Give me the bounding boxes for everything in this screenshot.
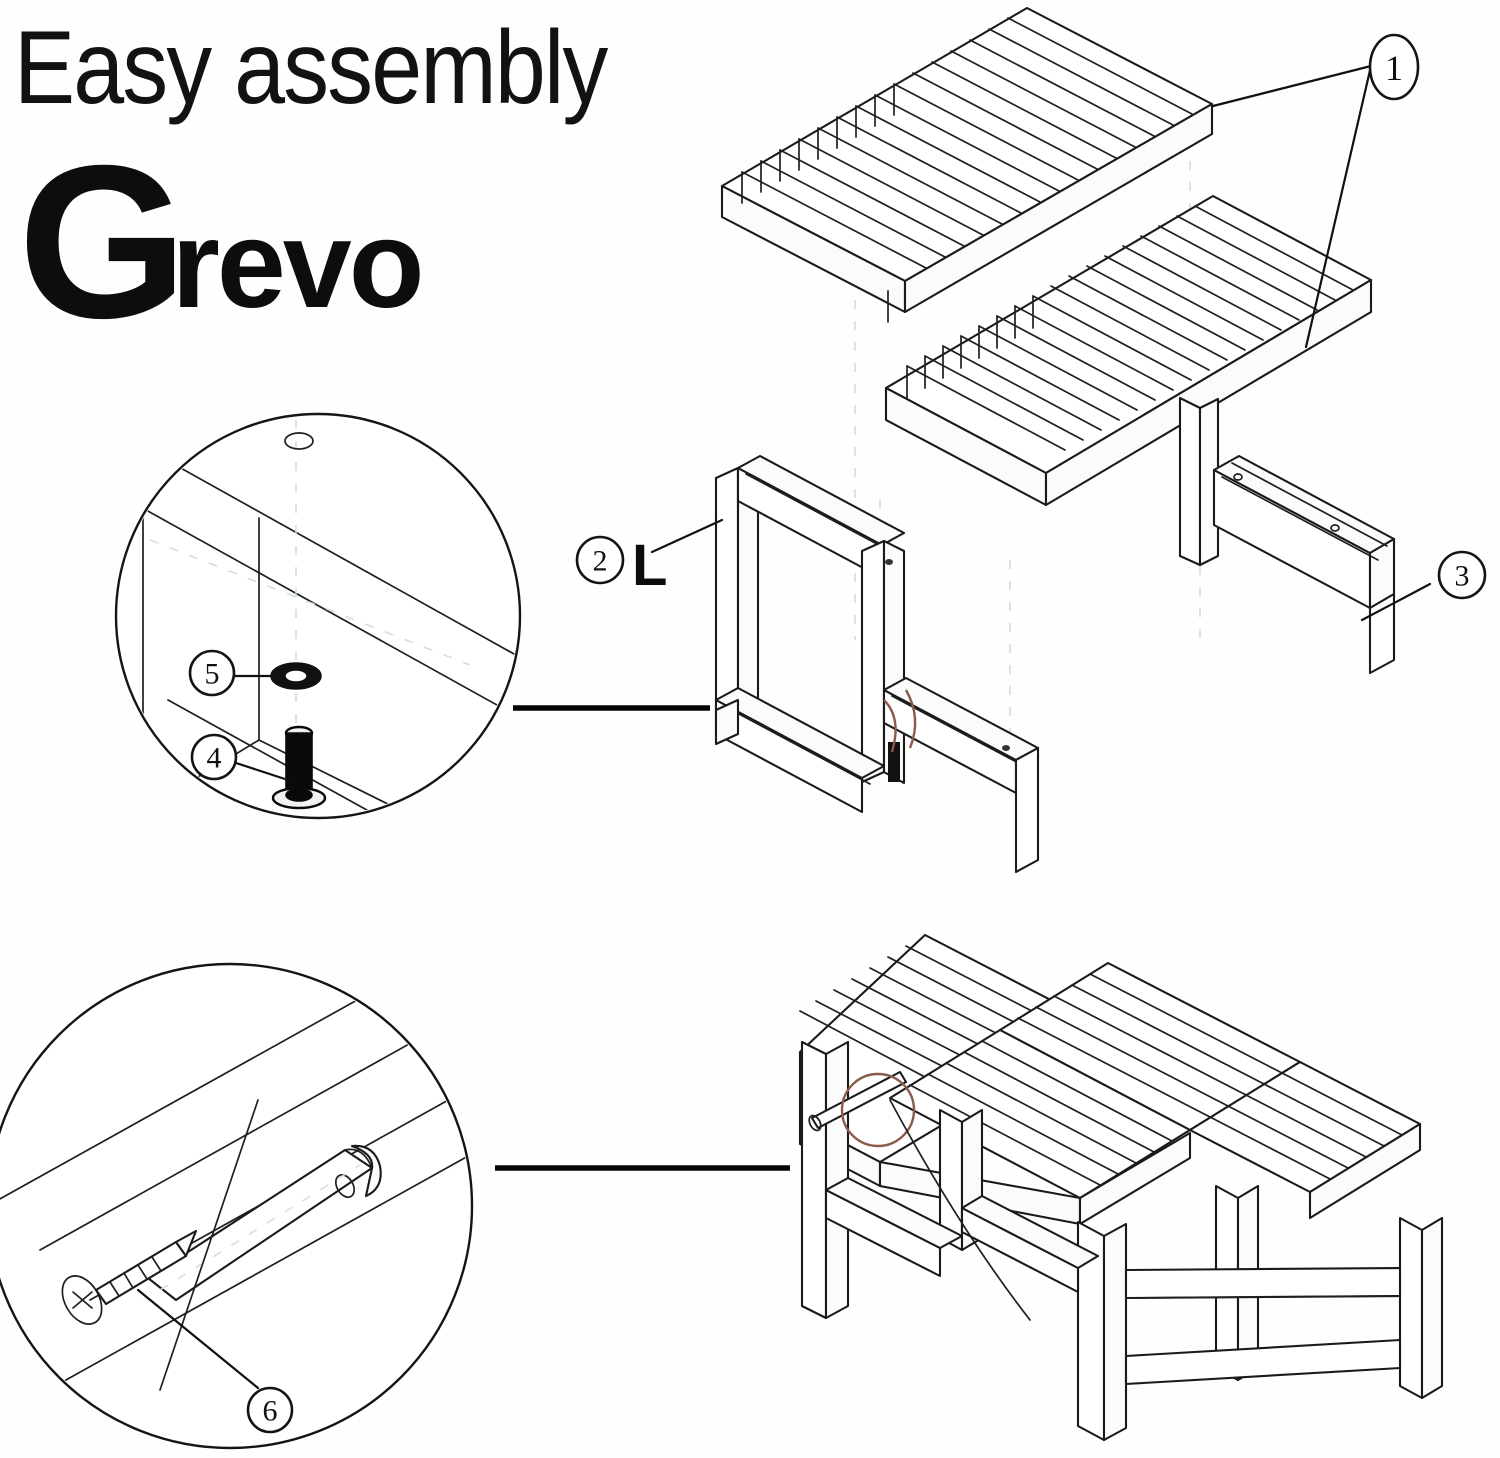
page-title: Easy assembly — [14, 10, 608, 126]
flat-washer — [270, 662, 322, 690]
callout-3-label: 3 — [1455, 560, 1470, 593]
callout-1-leader — [1211, 64, 1373, 349]
brand-logo: G revo — [18, 121, 425, 364]
detail-circle-screw: 6 — [0, 962, 474, 1450]
callout-5-label: 5 — [205, 658, 220, 691]
callout-2-leader — [650, 518, 724, 554]
right-side-rail — [1178, 396, 1396, 675]
assembled-bench-view — [798, 933, 1444, 1442]
phillips-screw — [61, 1229, 198, 1325]
callout-6-label: 6 — [263, 1395, 278, 1428]
callout-2: 2 — [575, 535, 625, 585]
callout-1-label: 1 — [1385, 48, 1403, 88]
left-leg-frame — [714, 454, 1040, 874]
callout-4-label: 4 — [207, 742, 222, 775]
callout-2-label: 2 — [593, 545, 608, 578]
callout-3-leader — [1360, 582, 1432, 622]
seat-panel-upper — [720, 6, 1214, 640]
l-bracket-glyph: L — [632, 533, 667, 598]
seat-panel-lower — [884, 194, 1373, 507]
dowel-pin-highlight — [840, 1072, 916, 1148]
callout-3: 3 — [1437, 550, 1487, 600]
detail-circle-hardware: 5 4 — [114, 412, 522, 820]
callout-1: 1 — [1368, 33, 1420, 101]
brand-logo-wordmark: revo — [171, 195, 425, 334]
barrel-bolt — [271, 725, 327, 810]
brand-logo-initial: G — [18, 121, 188, 364]
